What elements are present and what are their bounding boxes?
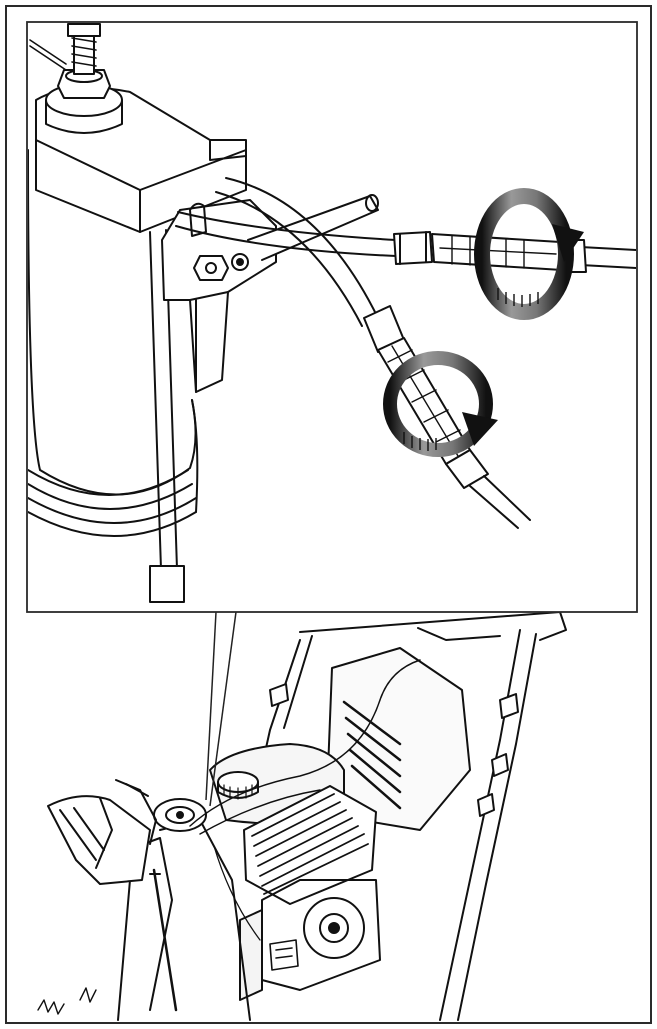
callout-leader — [205, 611, 237, 807]
detail-inset — [26, 21, 638, 613]
clockwise-rotation-arrow-icon — [474, 188, 584, 320]
clockwise-rotation-arrow-icon — [383, 351, 498, 457]
machine-overview — [37, 611, 567, 1021]
